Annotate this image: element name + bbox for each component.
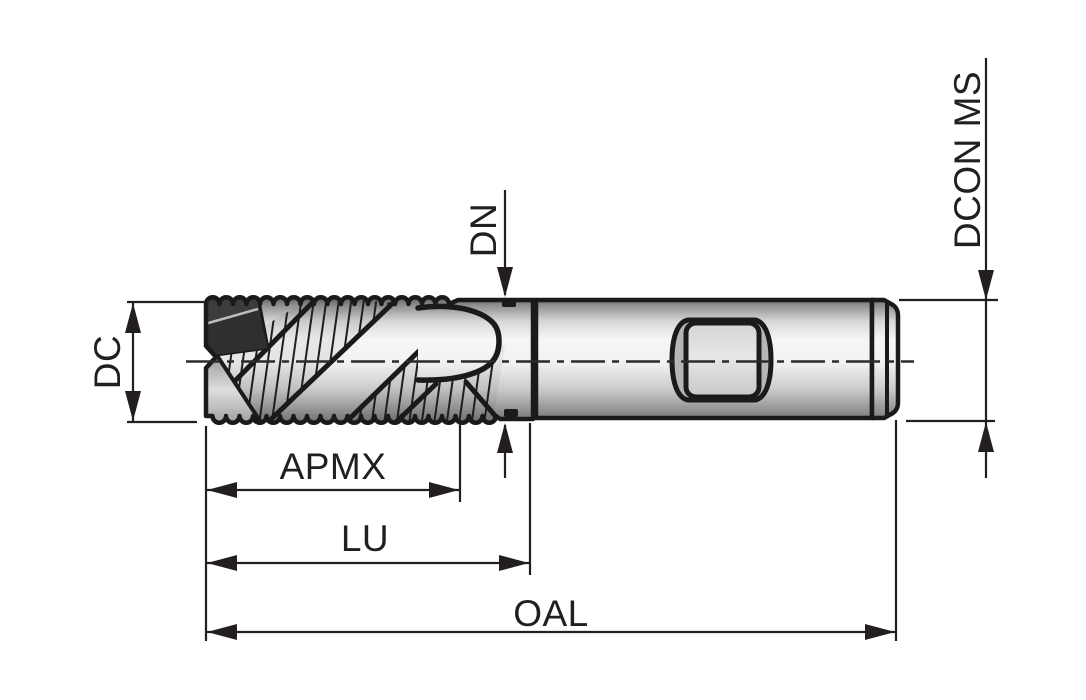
weldon-flat (683, 320, 762, 400)
dcon-arrow-down (978, 270, 994, 300)
dimension-dn: DN (463, 190, 513, 478)
tip-facet-darker (206, 310, 268, 355)
apmx-arrow-right (429, 482, 459, 498)
label-dc: DC (87, 335, 128, 389)
lu-arrow-right (499, 555, 529, 571)
label-oal: OAL (513, 593, 589, 634)
dimension-apmx: APMX (207, 424, 462, 502)
dc-arrow-up (125, 303, 141, 333)
dn-arrow-down (497, 267, 513, 297)
hatch-line (270, 297, 291, 423)
flute-section-outline (203, 295, 536, 425)
label-apmx: APMX (280, 446, 387, 487)
tip-facet-seam (206, 307, 259, 326)
apmx-arrow-left (207, 482, 237, 498)
dn-arrow-up (497, 423, 513, 453)
oal-arrow-left (207, 624, 237, 640)
label-dcon-ms: DCON MS (947, 71, 988, 249)
dimensions: DC DN DCON MS APMX (87, 58, 998, 641)
dcon-arrow-up (978, 422, 994, 452)
neck-nub-bottom (504, 409, 518, 417)
label-dn: DN (463, 203, 504, 257)
flute-runout-trailing-edge (463, 379, 500, 421)
label-lu: LU (341, 518, 389, 559)
dimension-dc: DC (87, 300, 204, 424)
oal-arrow-right (865, 624, 895, 640)
flute-border (263, 299, 397, 423)
dimension-lu: LU (207, 423, 532, 575)
tool-body (203, 295, 901, 425)
flute-border (223, 297, 321, 393)
flute-runout-outline (415, 303, 502, 383)
dimension-dcon-ms: DCON MS (899, 58, 998, 478)
dimension-oal: OAL (207, 420, 898, 641)
dc-arrow-down (125, 391, 141, 421)
lu-arrow-left (207, 555, 237, 571)
